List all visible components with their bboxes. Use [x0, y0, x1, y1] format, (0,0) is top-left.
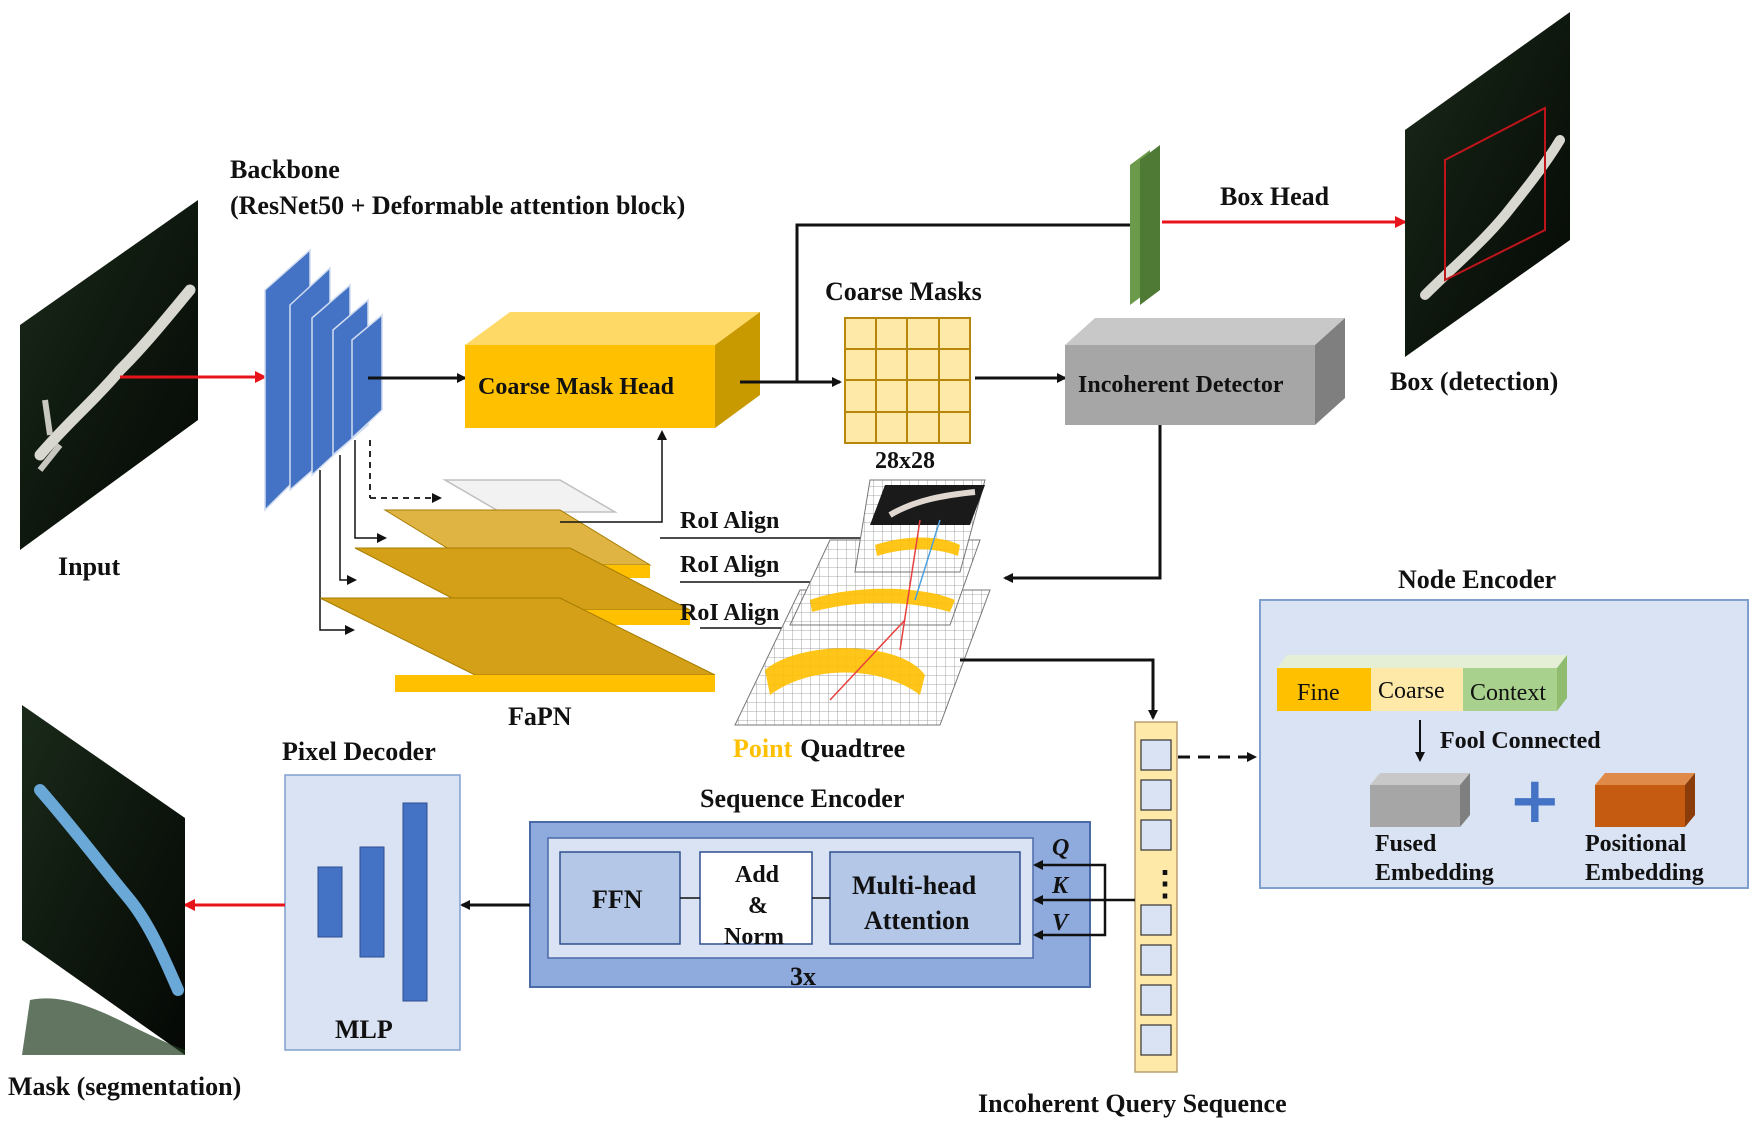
mask-segmentation-image — [22, 705, 185, 1055]
incoherent-detector-box — [1065, 318, 1345, 425]
k-label: K — [1051, 873, 1070, 899]
fused-label-2: Embedding — [1375, 860, 1494, 886]
q-label: Q — [1052, 835, 1069, 861]
mlp-label: MLP — [335, 1015, 393, 1044]
backbone-to-fapn-3 — [319, 470, 355, 635]
positional-label-2: Embedding — [1585, 860, 1704, 886]
plus-sign: + — [1508, 764, 1562, 838]
maskhead-to-boxhead-line — [795, 223, 1130, 382]
amp-label: & — [748, 893, 768, 919]
fool-connected-label: Fool Connected — [1440, 728, 1601, 754]
roi-align-label-3: RoI Align — [680, 600, 779, 626]
box-head-plate — [1130, 145, 1160, 305]
quadtree-word: Quadtree — [800, 734, 905, 763]
mha-label-2: Attention — [864, 906, 970, 935]
query-sequence-label: Incoherent Query Sequence — [978, 1089, 1287, 1118]
roi-align-label-1: RoI Align — [680, 508, 779, 534]
backbone-to-fapn-1 — [354, 440, 387, 543]
mha-label-1: Multi-head — [852, 871, 977, 900]
fused-label-1: Fused — [1375, 831, 1437, 857]
fapn-to-maskhead-arrow — [560, 430, 667, 523]
positional-embedding-block — [1595, 773, 1695, 827]
mlp-bar-3 — [402, 802, 428, 1002]
multi-head-attention-block — [829, 851, 1021, 945]
mlp-bar-2 — [359, 846, 385, 958]
sequence-ellipsis: ⋮ — [1148, 866, 1182, 903]
input-label: Input — [58, 552, 120, 581]
point-word: Point — [733, 734, 793, 763]
backbone-subtitle: (ResNet50 + Deformable attention block) — [230, 191, 685, 220]
fapn-layers — [319, 479, 716, 692]
add-norm-block — [699, 851, 813, 945]
input-image — [20, 200, 198, 550]
positional-label-1: Positional — [1585, 831, 1687, 857]
quadtree-to-sequence-arrow — [960, 658, 1158, 720]
ffn-label: FFN — [592, 885, 643, 914]
box-detection-image — [1405, 12, 1570, 357]
context-label: Context — [1470, 680, 1546, 706]
node-feature-bar — [1277, 655, 1567, 711]
backbone-stack — [264, 248, 383, 512]
detector-to-quadtree-arrow — [1003, 425, 1162, 583]
mlp-bar-1 — [317, 866, 343, 938]
backbone-to-fapn-2 — [339, 455, 357, 585]
incoherent-detector-label: Incoherent Detector — [1078, 372, 1284, 398]
repeat-label: 3x — [790, 962, 816, 991]
ffn-block — [559, 851, 681, 945]
q-arrow — [1033, 860, 1107, 900]
backbone-title: Backbone — [230, 155, 340, 184]
node-encoder-title: Node Encoder — [1398, 565, 1556, 594]
coarse-masks-label: Coarse Masks — [825, 277, 982, 306]
box-head-label: Box Head — [1220, 182, 1330, 211]
coarse-mask-head-box — [465, 312, 760, 428]
node-encoder-panel — [1259, 599, 1749, 889]
norm-label: Norm — [724, 924, 784, 950]
fapn-label: FaPN — [508, 702, 572, 731]
query-sequence-column — [1134, 721, 1178, 1073]
add-label: Add — [735, 862, 780, 888]
v-label: V — [1052, 910, 1070, 936]
v-arrow — [1033, 900, 1107, 940]
roi-align-label-2: RoI Align — [680, 552, 779, 578]
coarse-label: Coarse — [1378, 678, 1445, 704]
mask-segmentation-label: Mask (segmentation) — [8, 1072, 241, 1101]
fine-label: Fine — [1297, 680, 1340, 706]
grid-size-label: 28x28 — [875, 448, 935, 474]
pixel-decoder-title: Pixel Decoder — [282, 737, 436, 766]
point-quadtree — [734, 479, 991, 726]
coarse-masks-grid — [844, 317, 971, 444]
coarse-mask-head-label: Coarse Mask Head — [478, 374, 675, 400]
sequence-encoder-title: Sequence Encoder — [700, 784, 904, 813]
fused-embedding-block — [1370, 773, 1470, 827]
box-detection-label: Box (detection) — [1390, 367, 1558, 396]
